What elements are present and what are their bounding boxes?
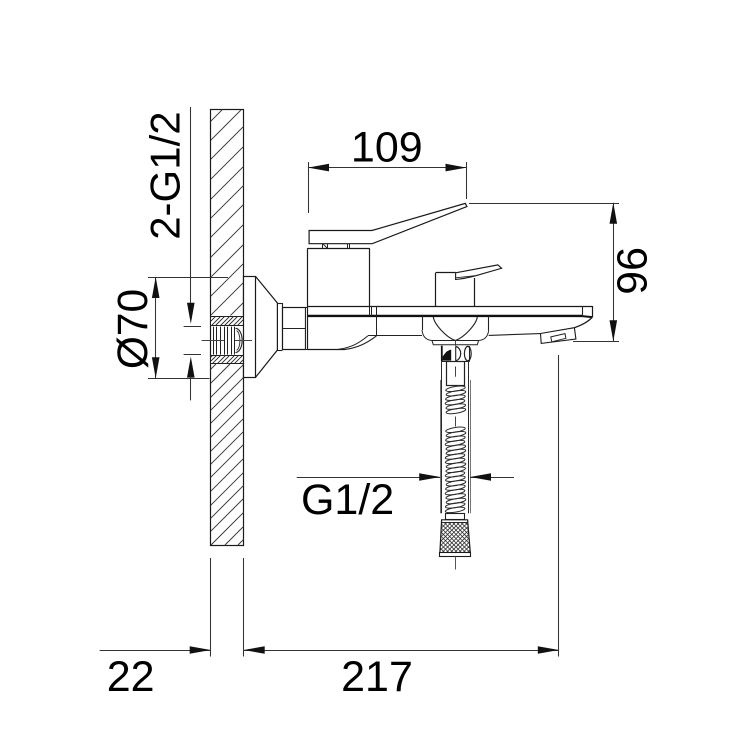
svg-text:22: 22 (107, 653, 155, 701)
svg-text:2-G1/2: 2-G1/2 (142, 111, 189, 239)
svg-text:96: 96 (608, 247, 656, 295)
svg-text:G1/2: G1/2 (301, 476, 394, 524)
svg-text:109: 109 (351, 124, 423, 172)
svg-text:Ø70: Ø70 (110, 289, 157, 369)
svg-text:217: 217 (341, 653, 413, 701)
